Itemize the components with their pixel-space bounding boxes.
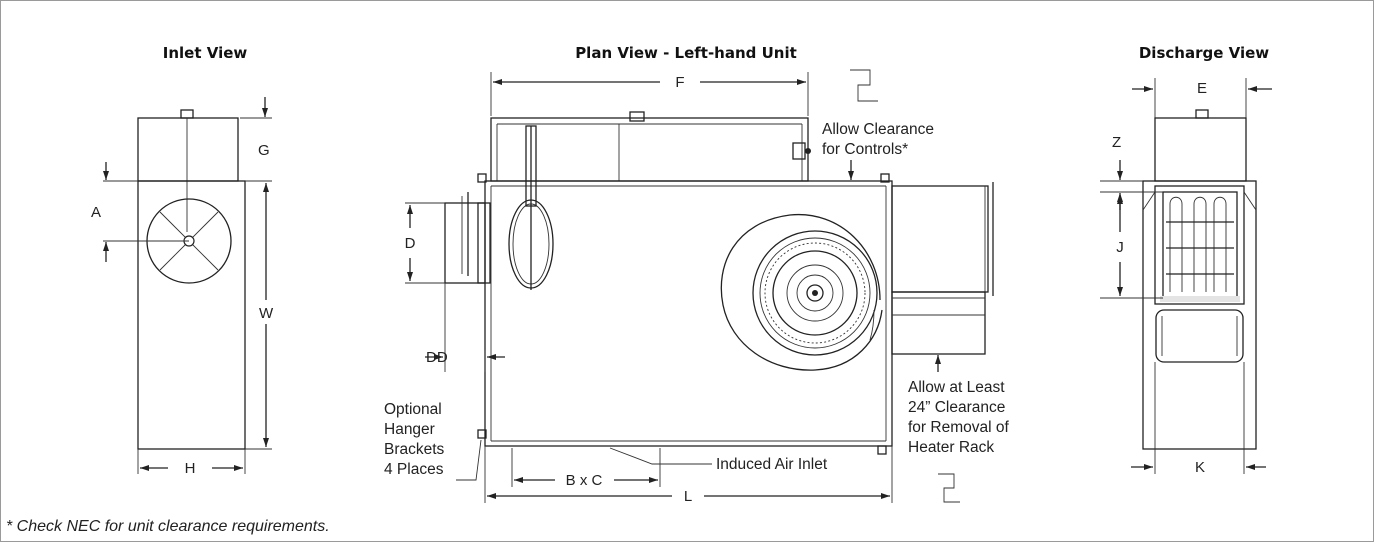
inlet-body <box>137 180 246 450</box>
note-removal-line2: 24” Clearance <box>908 399 1005 416</box>
inlet-top-box <box>137 117 239 182</box>
fan-housing <box>1155 309 1244 363</box>
note-removal-line3: for Removal of <box>908 419 1009 436</box>
dim-E: E <box>1197 80 1207 97</box>
blower-wheel <box>752 230 878 356</box>
blower-hub <box>806 284 824 302</box>
hanger-bracket <box>880 173 890 183</box>
discharge-view-title: Discharge View <box>1139 44 1269 62</box>
inlet-top-fitting <box>180 109 194 119</box>
inlet-view: Inlet View A G W H <box>91 44 274 477</box>
dim-DD: DD <box>426 349 448 366</box>
inlet-view-title: Inlet View <box>163 44 248 62</box>
blower-scroll <box>720 213 883 371</box>
dim-A: A <box>91 204 101 221</box>
dim-G: G <box>258 142 270 159</box>
heater-rack <box>891 291 986 355</box>
plan-view: Plan View - Left-hand Unit F <box>384 44 1009 505</box>
note-removal-line1: Allow at Least <box>908 379 1005 396</box>
discharge-top-box <box>1154 117 1247 182</box>
inlet-collar <box>444 202 486 284</box>
hanger-bracket <box>877 445 887 455</box>
note-controls-line1: Allow Clearance <box>822 121 934 138</box>
control-fitting <box>629 111 645 122</box>
discharge-collar <box>891 185 989 293</box>
note-hanger-line4: 4 Places <box>384 461 444 478</box>
dim-BxC: B x C <box>566 472 603 489</box>
dim-H: H <box>185 460 196 477</box>
dim-J: J <box>1116 239 1124 256</box>
note-hanger-line3: Brackets <box>384 441 445 458</box>
dim-F: F <box>675 74 684 91</box>
hanger-bracket <box>477 429 487 439</box>
dim-K: K <box>1195 459 1205 476</box>
discharge-view: Discharge View E Z <box>1100 44 1272 476</box>
note-controls-line2: for Controls* <box>822 141 908 158</box>
note-hanger-line1: Optional <box>384 401 442 418</box>
note-removal-line4: Heater Rack <box>908 439 994 456</box>
hanger-bracket <box>477 173 487 183</box>
dim-W: W <box>259 305 274 322</box>
note-hanger-line2: Hanger <box>384 421 435 438</box>
discharge-body <box>1142 180 1257 450</box>
dim-Z: Z <box>1112 134 1121 151</box>
dim-L: L <box>684 488 692 505</box>
plan-view-title: Plan View - Left-hand Unit <box>575 44 797 62</box>
note-induced-air-inlet: Induced Air Inlet <box>716 456 828 473</box>
control-box <box>490 117 809 182</box>
footnote: * Check NEC for unit clearance requireme… <box>6 518 330 535</box>
dim-D: D <box>405 235 416 252</box>
